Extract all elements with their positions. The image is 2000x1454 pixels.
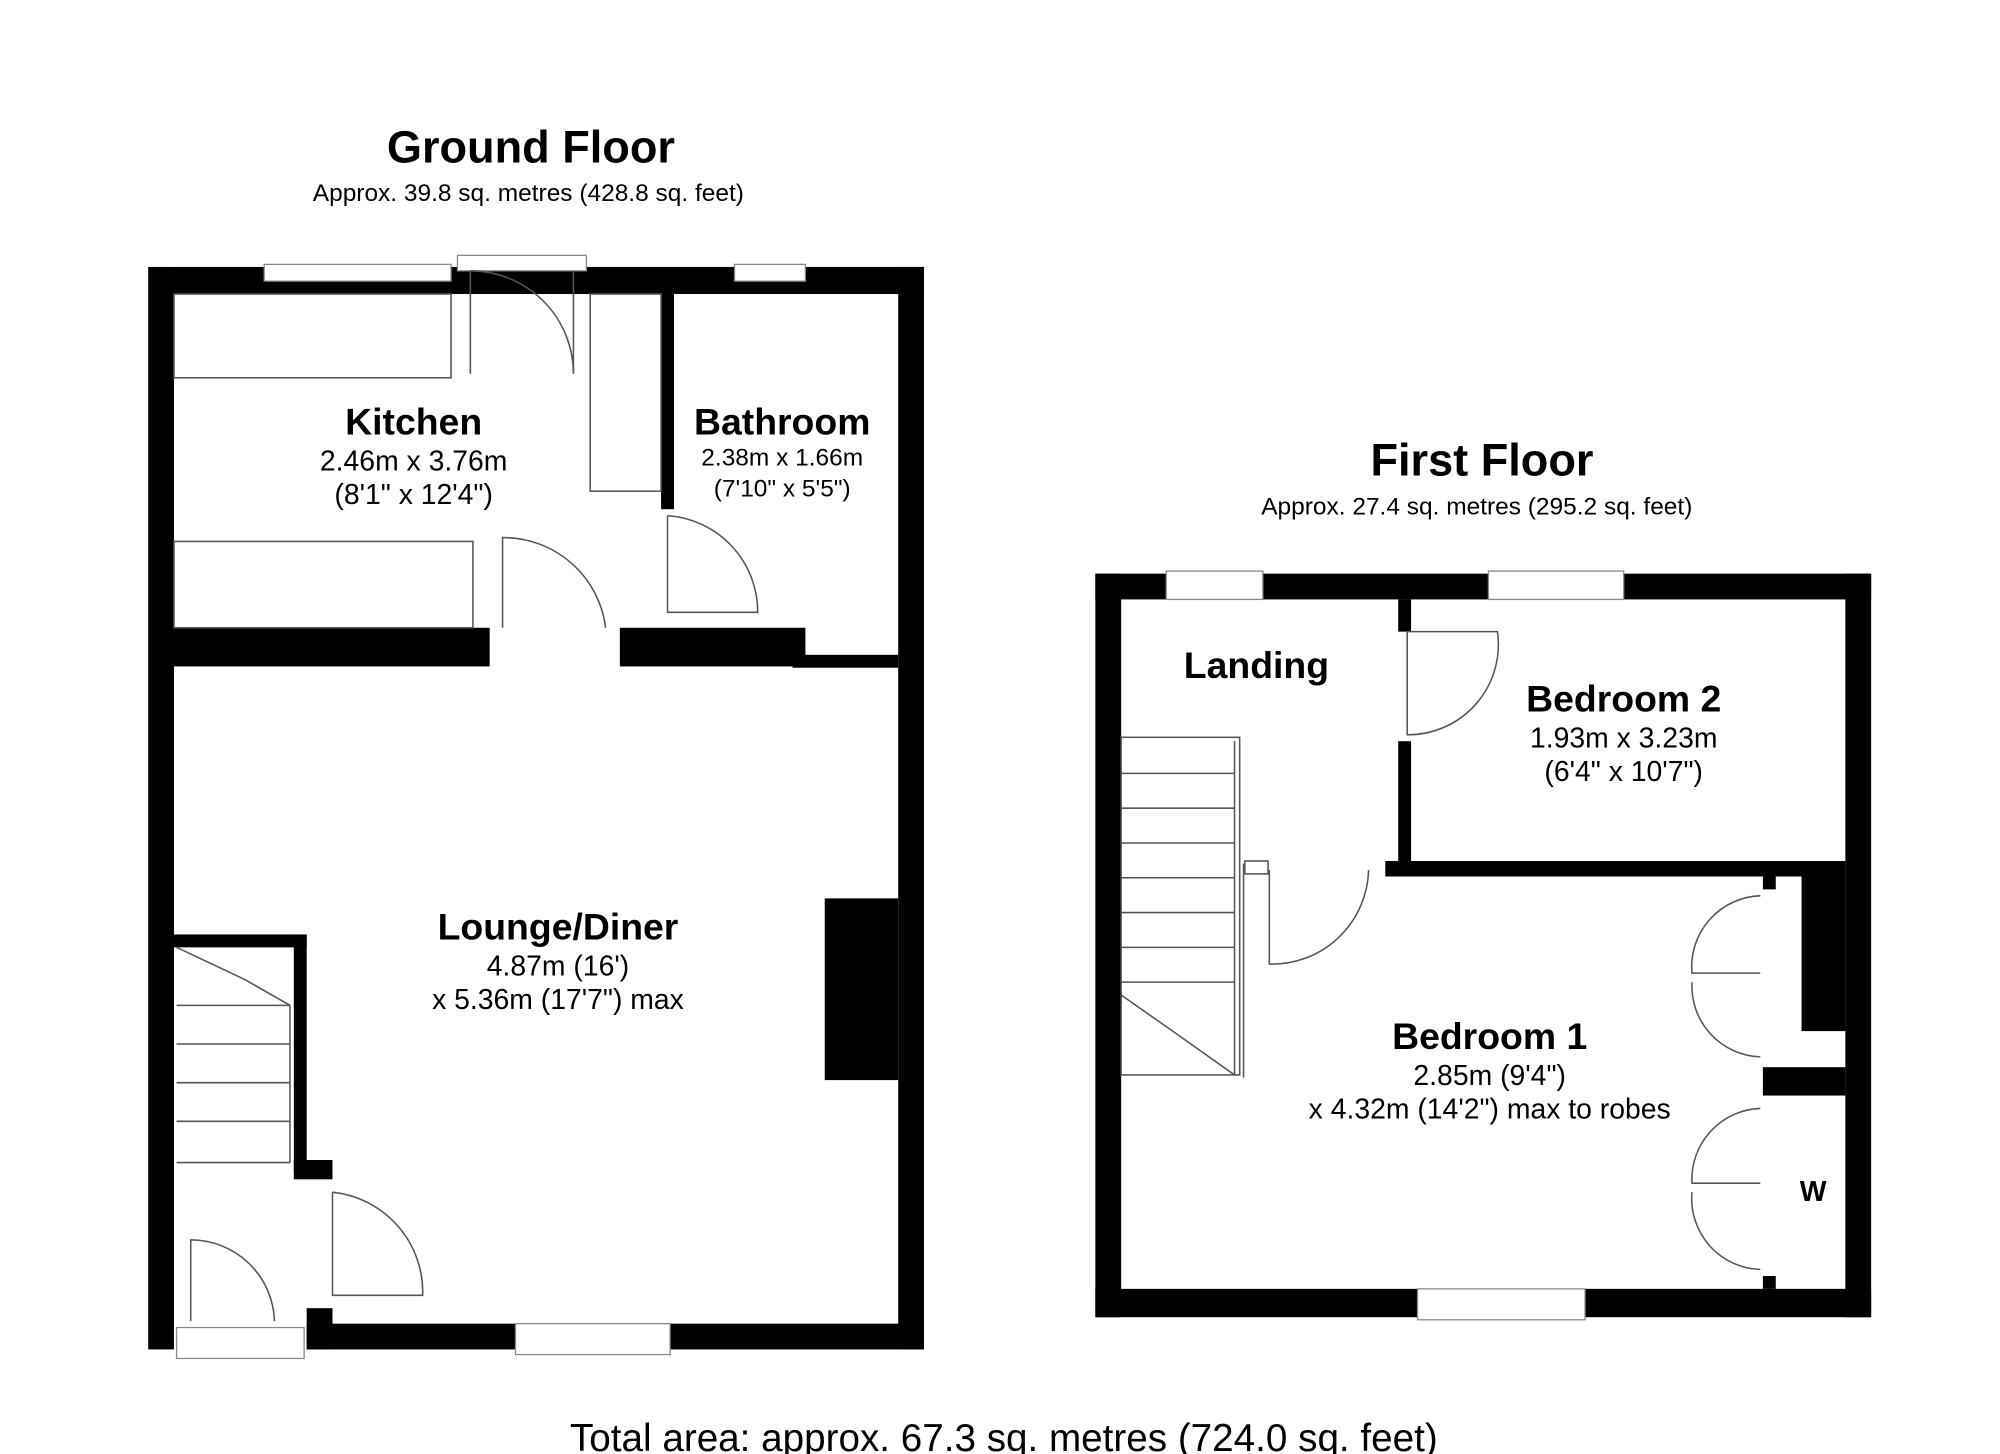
bedroom-2-label: Bedroom 2	[1526, 678, 1721, 720]
ground-floor-area: Approx. 39.8 sq. metres (428.8 sq. feet)	[313, 180, 744, 207]
lounge-diner-label: Lounge/Diner	[438, 906, 679, 948]
first-floor-title: First Floor	[1370, 435, 1593, 486]
total-area: Total area: approx. 67.3 sq. metres (724…	[570, 1417, 1438, 1454]
bedroom-1-dim-1: 2.85m (9'4")	[1413, 1060, 1566, 1092]
bedroom-2-dim-metric: 1.93m x 3.23m	[1530, 723, 1717, 755]
kitchen-dim-metric: 2.46m x 3.76m	[320, 446, 507, 478]
first-floor-area: Approx. 27.4 sq. metres (295.2 sq. feet)	[1261, 493, 1692, 520]
kitchen-label: Kitchen	[345, 400, 482, 442]
bedroom-1-label: Bedroom 1	[1392, 1015, 1587, 1057]
ground-floor-title: Ground Floor	[387, 122, 675, 173]
ground-floor-plan	[148, 254, 924, 1360]
bathroom-dim-imperial: (7'10" x 5'5")	[714, 475, 851, 502]
first-floor-plan	[1095, 570, 1872, 1321]
kitchen-dim-imperial: (8'1" x 12'4")	[334, 479, 493, 511]
lounge-diner-dim-1: 4.87m (16')	[487, 951, 629, 983]
wardrobe-label: W	[1800, 1176, 1827, 1208]
bedroom-2-dim-imperial: (6'4" x 10'7")	[1544, 756, 1703, 788]
bathroom-label: Bathroom	[694, 400, 870, 442]
landing-label: Landing	[1184, 644, 1329, 686]
bedroom-1-dim-2: x 4.32m (14'2") max to robes	[1309, 1094, 1671, 1126]
bathroom-dim-metric: 2.38m x 1.66m	[701, 444, 863, 471]
lounge-diner-dim-2: x 5.36m (17'7") max	[432, 984, 684, 1016]
